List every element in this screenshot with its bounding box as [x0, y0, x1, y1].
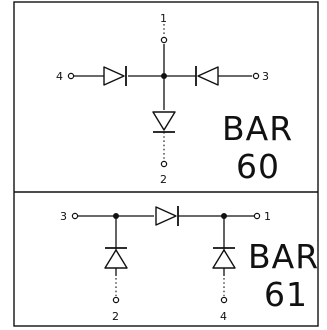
bar61-circuit: 3 1 2 4 BAR 61 [60, 206, 319, 323]
bar60-circuit: 1 4 3 2 BAR 60 [56, 12, 293, 186]
bar60-pin-top-label: 1 [160, 12, 167, 25]
bar61-terminal-bottom-left [112, 296, 120, 304]
bar60-diode-right [195, 66, 219, 86]
bar61-pin-right-label: 1 [264, 210, 271, 223]
bar61-junction-left [113, 213, 119, 219]
bar61-junction-right [221, 213, 227, 219]
bar61-terminal-bottom-right [220, 296, 228, 304]
bar60-terminal-bottom [160, 160, 168, 168]
bar61-pin-left-label: 3 [60, 210, 67, 223]
bar61-diode-left [104, 247, 128, 269]
bar60-junction-node [161, 73, 167, 79]
bar61-pin-bottom-right-label: 4 [220, 310, 227, 323]
bar61-diode-top [155, 206, 179, 226]
bar61-part-label-line2: 61 [264, 275, 308, 314]
bar61-terminal-left [71, 212, 79, 220]
bar60-diode-left [103, 66, 127, 86]
bar60-pin-right-label: 3 [262, 70, 269, 83]
bar60-pin-bottom-label: 2 [160, 173, 167, 186]
bar60-terminal-right [252, 72, 260, 80]
bar61-pin-bottom-left-label: 2 [112, 310, 119, 323]
bar60-part-label-line2: 60 [236, 147, 280, 186]
outer-frame [13, 1, 319, 327]
bar60-part-label-line1: BAR [222, 109, 293, 148]
bar61-diode-right [212, 247, 236, 269]
bar60-diode-down [152, 111, 176, 133]
bar60-terminal-top [160, 36, 168, 44]
bar60-terminal-left [67, 72, 75, 80]
bar60-pin-left-label: 4 [56, 70, 63, 83]
bar61-terminal-right [253, 212, 261, 220]
bar61-part-label-line1: BAR [248, 237, 319, 276]
